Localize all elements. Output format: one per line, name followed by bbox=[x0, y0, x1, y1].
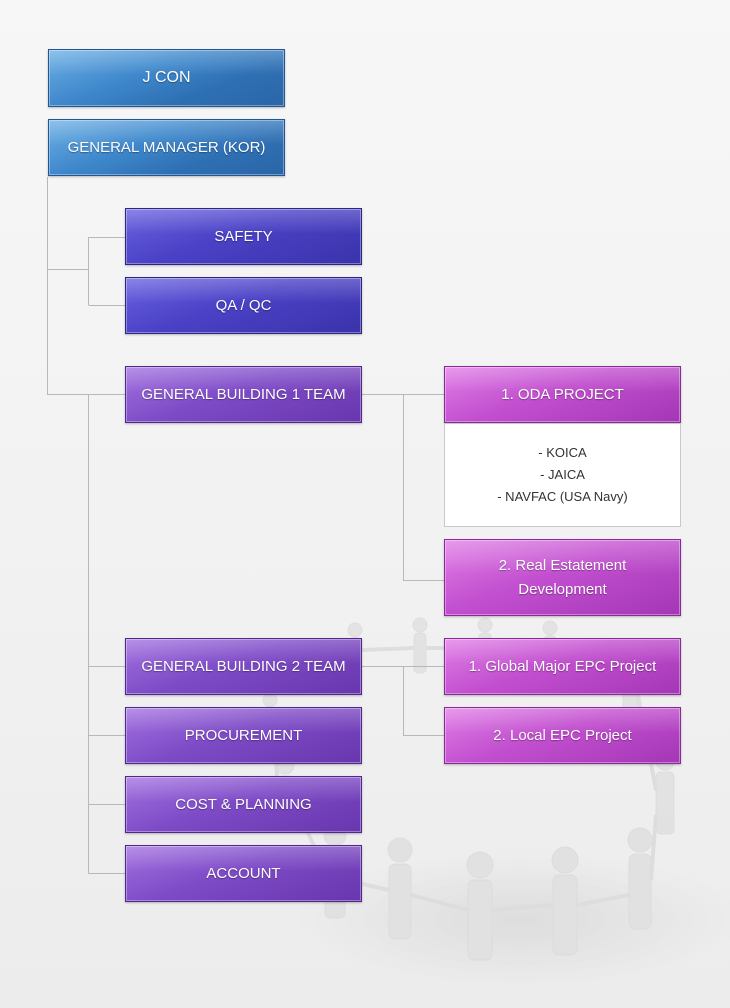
org-node-general-manager[interactable]: GENERAL MANAGER (KOR) bbox=[48, 119, 285, 176]
org-node-general-building-2-team-label: GENERAL BUILDING 2 TEAM bbox=[141, 657, 346, 675]
org-node-real-estate-development[interactable]: 2. Real Estatement Development bbox=[444, 539, 681, 616]
org-node-general-manager-label: GENERAL MANAGER (KOR) bbox=[67, 138, 266, 156]
org-node-real-estate-line1: 2. Real Estatement bbox=[498, 556, 627, 574]
org-node-global-major-epc-label: 1. Global Major EPC Project bbox=[468, 657, 657, 675]
org-node-procurement-label: PROCUREMENT bbox=[184, 726, 303, 744]
org-node-local-epc-label: 2. Local EPC Project bbox=[493, 726, 632, 744]
connector-lines bbox=[47, 177, 444, 874]
org-node-safety[interactable]: SAFETY bbox=[125, 208, 362, 265]
org-node-cost-planning[interactable]: COST & PLANNING bbox=[125, 776, 362, 833]
org-node-oda-project[interactable]: 1. ODA PROJECT bbox=[444, 366, 681, 423]
org-node-global-major-epc[interactable]: 1. Global Major EPC Project bbox=[444, 638, 681, 695]
oda-detail-jaica: - JAICA bbox=[540, 467, 585, 482]
oda-detail-navfac: - NAVFAC (USA Navy) bbox=[497, 489, 628, 504]
org-node-real-estate-line2: Development bbox=[518, 580, 607, 598]
org-node-local-epc[interactable]: 2. Local EPC Project bbox=[444, 707, 681, 764]
oda-project-details: - KOICA - JAICA - NAVFAC (USA Navy) bbox=[444, 423, 681, 527]
oda-detail-koica: - KOICA bbox=[538, 445, 587, 460]
org-node-oda-project-label: 1. ODA PROJECT bbox=[501, 385, 624, 403]
org-node-jcon-label: J CON bbox=[142, 69, 191, 86]
org-node-general-building-1-team-label: GENERAL BUILDING 1 TEAM bbox=[141, 385, 346, 403]
org-node-procurement[interactable]: PROCUREMENT bbox=[125, 707, 362, 764]
org-node-qa-qc-label: QA / QC bbox=[215, 296, 272, 314]
org-node-account-label: ACCOUNT bbox=[206, 864, 281, 882]
org-node-cost-planning-label: COST & PLANNING bbox=[175, 795, 312, 813]
org-node-jcon[interactable]: J CON bbox=[48, 49, 285, 107]
org-node-account[interactable]: ACCOUNT bbox=[125, 845, 362, 902]
org-node-safety-label: SAFETY bbox=[214, 227, 273, 245]
org-node-general-building-2-team[interactable]: GENERAL BUILDING 2 TEAM bbox=[125, 638, 362, 695]
org-node-qa-qc[interactable]: QA / QC bbox=[125, 277, 362, 334]
org-node-general-building-1-team[interactable]: GENERAL BUILDING 1 TEAM bbox=[125, 366, 362, 423]
